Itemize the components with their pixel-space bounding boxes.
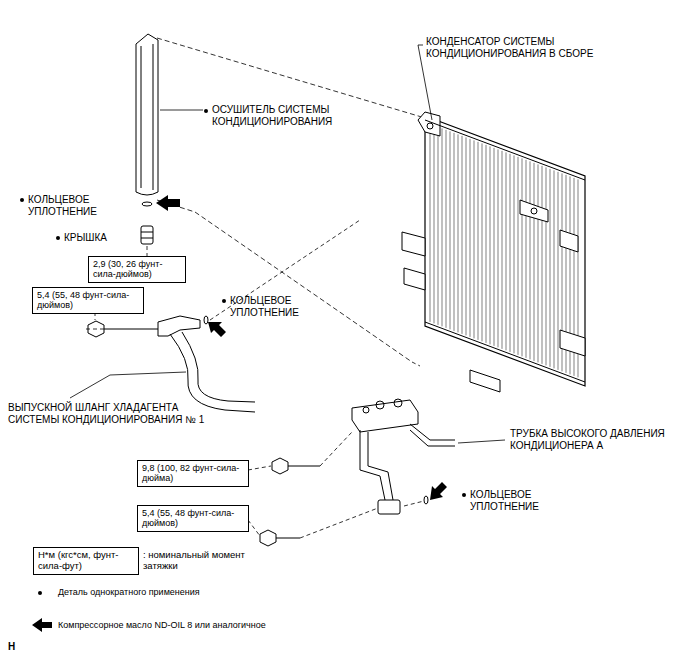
torque-box: 5,4 (55, 48 фунт-сила-дюймов) xyxy=(137,505,249,532)
part-label: КОЛЬЦЕВОЕ УПЛОТНЕНИЕ xyxy=(470,489,565,512)
torque-value: 2,9 (30, 26 фунт-сила-дюймов) xyxy=(93,259,181,280)
figure-code: H xyxy=(8,641,28,653)
torque-box: 2,9 (30, 26 фунт-сила-дюймов) xyxy=(88,256,186,283)
legend-text: Деталь однократного применения xyxy=(58,587,200,597)
torque-value: 9,8 (100, 82 фунт-сила-дюйма) xyxy=(142,463,244,484)
part-label: ВЫПУСКНОЙ ШЛАНГ ХЛАДАГЕНТА СИСТЕМЫ КОНДИ… xyxy=(8,402,218,425)
part-label: КОЛЬЦЕВОЕ УПЛОТНЕНИЕ xyxy=(28,194,123,217)
part-label: ОСУШИТЕЛЬ СИСТЕМЫ КОНДИЦИОНИРОВАНИЯ xyxy=(212,104,382,127)
part-label: КОЛЬЦЕВОЕ УПЛОТНЕНИЕ xyxy=(230,295,325,318)
torque-value: 5,4 (55, 48 фунт-сила-дюймов) xyxy=(142,508,244,529)
part-label: КРЫШКА xyxy=(64,232,134,244)
torque-value: Н*м (кгс*см, фунт-сила-фут) xyxy=(38,550,134,572)
legend-note: : номинальный момент затяжки xyxy=(143,550,253,572)
torque-box: Н*м (кгс*см, фунт-сила-фут) xyxy=(33,547,139,575)
legend-text: Компрессорное масло ND-OIL 8 или аналоги… xyxy=(58,620,266,630)
part-label: КОНДЕНСАТОР СИСТЕМЫ КОНДИЦИОНИРОВАНИЯ В … xyxy=(426,36,626,59)
part-label: ТРУБКА ВЫСОКОГО ДАВЛЕНИЯ КОНДИЦИОНЕРА А xyxy=(510,428,682,451)
legend-entry: Деталь однократного применения xyxy=(58,587,358,597)
legend-entry: Компрессорное масло ND-OIL 8 или аналоги… xyxy=(58,620,378,630)
torque-box: 9,8 (100, 82 фунт-сила-дюйма) xyxy=(137,460,249,487)
torque-box: 5,4 (55, 48 фунт-сила-дюймов) xyxy=(32,287,144,314)
torque-value: 5,4 (55, 48 фунт-сила-дюймов) xyxy=(37,290,139,311)
